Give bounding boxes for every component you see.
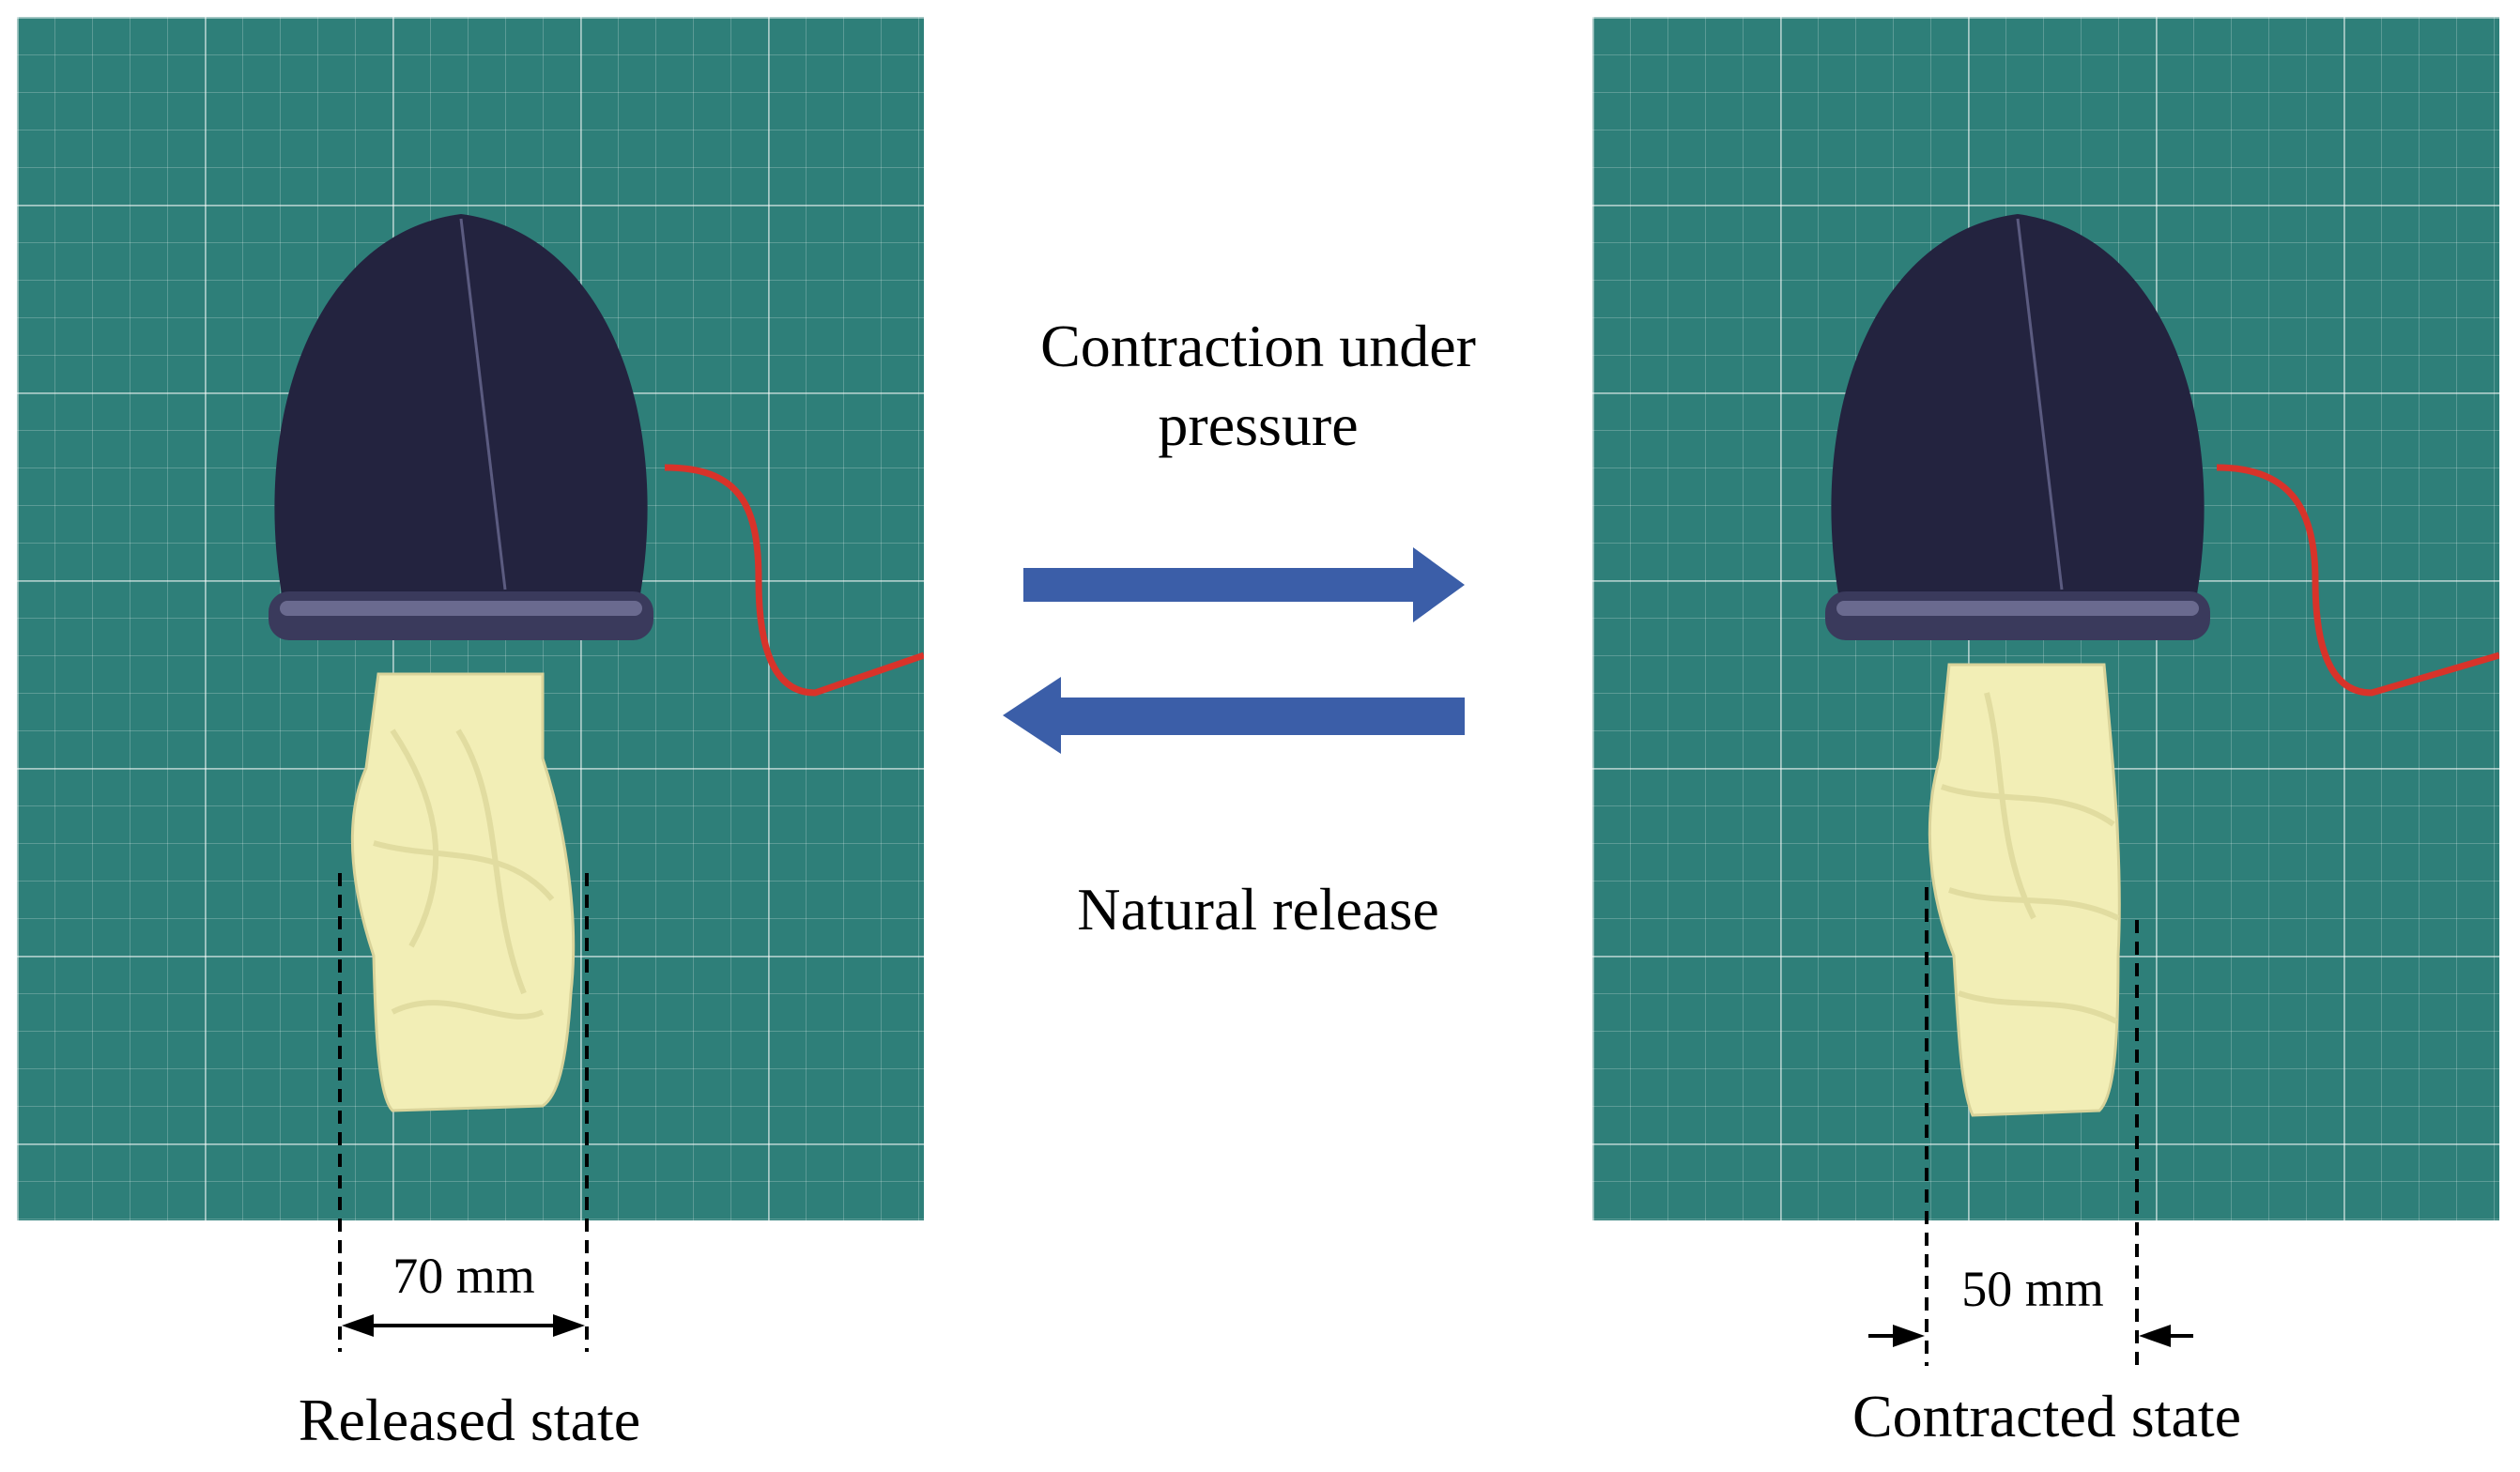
right-dimension-label: 50 mm: [1961, 1261, 2104, 1317]
left-caption: Released state: [298, 1387, 641, 1453]
forward-label-line2: pressure: [1158, 391, 1359, 458]
right-dimension-marker: [1868, 887, 2193, 1366]
forward-arrow: [1023, 547, 1465, 622]
sleeve: [350, 672, 576, 1112]
backward-label: Natural release: [1077, 876, 1439, 943]
released-state-photo: [17, 17, 924, 1220]
left-dimension-label: 70 mm: [392, 1248, 535, 1304]
forward-label-line1: Contraction under: [1040, 313, 1476, 379]
red-wire: [664, 464, 924, 697]
left-dimension-marker: [338, 873, 589, 1352]
right-caption: Contracted state: [1852, 1383, 2242, 1449]
black-cap: [1831, 214, 2205, 594]
red-wire: [2216, 464, 2499, 697]
backward-arrow: [1003, 677, 1465, 754]
contracted-state-photo: [1592, 17, 2499, 1220]
black-cap: [274, 214, 648, 594]
